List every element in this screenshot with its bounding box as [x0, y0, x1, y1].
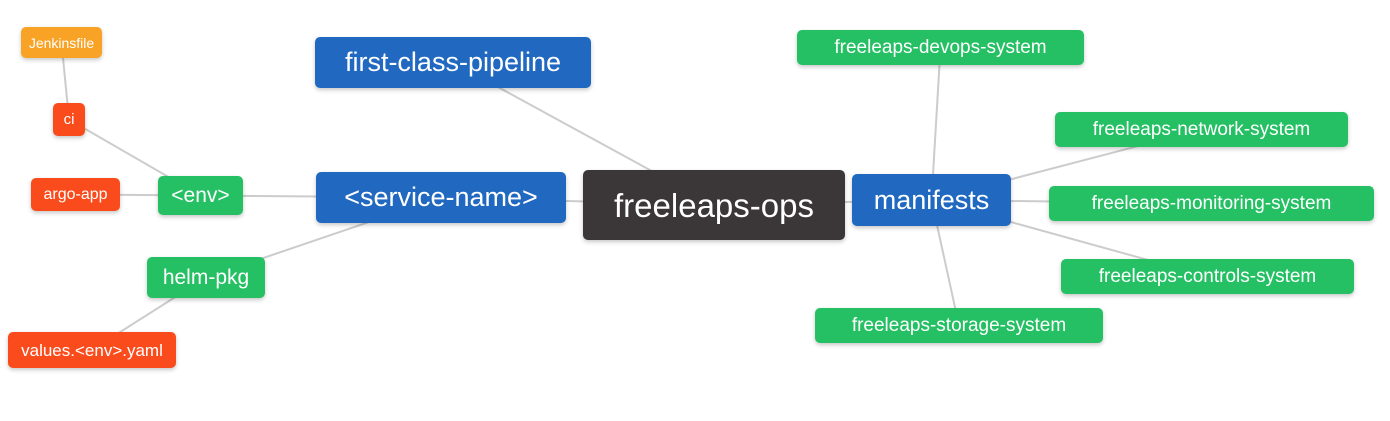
node-freeleaps-storage-system[interactable]: freeleaps-storage-system	[815, 308, 1103, 343]
node-first-class-pipeline[interactable]: first-class-pipeline	[315, 37, 591, 88]
mindmap-node-label: freeleaps-storage-system	[851, 315, 1067, 336]
node-values-env-yaml[interactable]: values.<env>.yaml	[8, 332, 176, 368]
mindmap-node-label: argo-app	[43, 185, 108, 203]
node-service-name[interactable]: <service-name>	[316, 172, 566, 223]
node-freeleaps-network-system[interactable]: freeleaps-network-system	[1055, 112, 1348, 147]
node-freeleaps-monitoring-system[interactable]: freeleaps-monitoring-system	[1049, 186, 1374, 221]
node-ci[interactable]: ci	[53, 103, 85, 136]
mindmap-node-label: freeleaps-devops-system	[834, 37, 1047, 58]
mindmap-node-label: freeleaps-controls-system	[1098, 266, 1317, 287]
mindmap-node-label: <env>	[171, 184, 230, 207]
node-helm-pkg[interactable]: helm-pkg	[147, 257, 265, 298]
mindmap-node-label: first-class-pipeline	[344, 47, 562, 77]
node-freeleaps-ops[interactable]: freeleaps-ops	[583, 170, 845, 240]
mindmap-node-label: freeleaps-monitoring-system	[1091, 193, 1332, 214]
node-argo-app[interactable]: argo-app	[31, 178, 120, 211]
node-freeleaps-devops-system[interactable]: freeleaps-devops-system	[797, 30, 1084, 65]
node-freeleaps-controls-system[interactable]: freeleaps-controls-system	[1061, 259, 1354, 294]
mindmap-node-label: ci	[63, 111, 75, 128]
mindmap-node-label: freeleaps-network-system	[1092, 119, 1311, 140]
mindmap-node-label: manifests	[873, 184, 990, 215]
mindmap-node-label: <service-name>	[344, 182, 538, 212]
mindmap-node-label: Jenkinsfile	[28, 34, 95, 51]
mindmap-node-label: helm-pkg	[162, 266, 250, 289]
mindmap-node-label: values.<env>.yaml	[21, 340, 163, 360]
mindmap-node-label: freeleaps-ops	[614, 186, 814, 224]
node-env[interactable]: <env>	[158, 176, 243, 215]
node-manifests[interactable]: manifests	[852, 174, 1011, 226]
node-jenkinsfile[interactable]: Jenkinsfile	[21, 27, 102, 58]
